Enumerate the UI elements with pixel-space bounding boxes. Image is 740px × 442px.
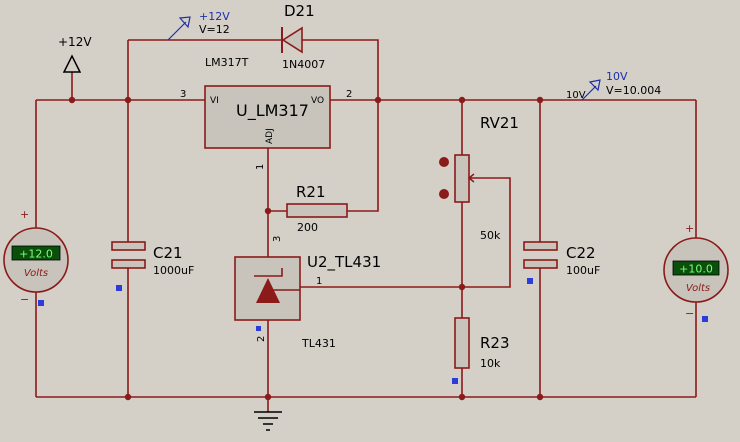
junction-dot — [536, 96, 544, 104]
junction-dot — [264, 207, 272, 215]
r21-body — [286, 203, 348, 218]
junction-dot — [124, 96, 132, 104]
meter-unit: Volts — [686, 283, 710, 294]
tl431-pin3: 3 — [272, 236, 283, 242]
lm317-pin-vi: VI — [210, 96, 219, 106]
probe-arrow-icon — [167, 16, 191, 41]
regulator-lm317[interactable]: LM317T U_LM317 VI VO ADJ 3 2 1 — [180, 56, 352, 170]
lm317-part: LM317T — [205, 56, 249, 69]
voltage-probe-10v[interactable]: 10V 10V V=10.004 — [566, 70, 661, 101]
pin-marker — [452, 378, 458, 384]
tl431-pin1: 1 — [316, 276, 322, 287]
d21-part: 1N4007 — [282, 58, 325, 71]
junction-dot — [458, 393, 466, 401]
junctions — [68, 96, 544, 401]
tl431-ref: U2_TL431 — [307, 253, 381, 272]
voltage-probe-12v[interactable]: +12V V=12 — [167, 10, 230, 41]
meter-unit: Volts — [24, 268, 48, 279]
probe-name: +12V — [199, 10, 230, 23]
r23-ref: R23 — [480, 334, 510, 352]
probe-arrow-icon — [581, 79, 601, 101]
resistor-r21[interactable]: R21 200 — [286, 183, 348, 234]
tl431-pin2: 2 — [256, 336, 267, 342]
resistor-r23[interactable]: R23 10k — [452, 317, 510, 384]
junction-dot — [536, 393, 544, 401]
junction-dot — [68, 96, 76, 104]
lm317-pin2: 2 — [346, 89, 352, 100]
wiper-arrow-icon — [467, 173, 480, 183]
voltmeter-left[interactable]: +12.0 Volts + − — [3, 208, 69, 306]
d21-ref: D21 — [284, 2, 315, 20]
junction-dot — [458, 96, 466, 104]
terminal-12v[interactable]: +12V — [58, 35, 92, 73]
r23-body — [454, 317, 470, 369]
capacitor-c21[interactable]: C21 1000uF — [111, 241, 194, 291]
pin-marker — [527, 278, 533, 284]
terminal-arrow-icon — [62, 54, 82, 73]
r21-ref: R21 — [296, 183, 326, 201]
potentiometer-rv21[interactable]: RV21 50k — [439, 114, 519, 242]
tl431-cathode-bar — [254, 268, 283, 277]
r21-value: 200 — [297, 221, 318, 234]
wire-diode-right — [302, 39, 379, 212]
meter-plus: + — [685, 222, 694, 235]
wire-ref — [300, 177, 511, 288]
probe-name: 10V — [606, 70, 628, 83]
diode-icon — [281, 26, 303, 54]
c22-value: 100uF — [566, 264, 600, 277]
meter-lcd — [672, 260, 720, 276]
lm317-pin-vo: VO — [311, 96, 324, 106]
meter-minus: − — [685, 307, 694, 320]
junction-dot — [124, 393, 132, 401]
terminal-label: +12V — [58, 35, 92, 49]
lm317-ref: U_LM317 — [236, 101, 309, 121]
lm317-pin1: 1 — [255, 164, 266, 170]
c21-ref: C21 — [153, 244, 183, 262]
junction-dot — [458, 283, 466, 291]
junction-dot — [374, 96, 382, 104]
meter-minus: − — [20, 293, 29, 306]
meter-lcd — [11, 245, 61, 261]
lm317-pin-adj: ADJ — [265, 128, 275, 144]
tl431-part: TL431 — [301, 337, 336, 350]
voltmeter-right[interactable]: +10.0 Volts + − — [663, 222, 729, 322]
c22-plate-bottom — [523, 259, 558, 269]
c21-value: 1000uF — [153, 264, 194, 277]
pin-marker — [116, 285, 122, 291]
ground-symbol-icon — [254, 411, 282, 431]
rv21-body — [454, 154, 470, 203]
lm317-pin3: 3 — [180, 89, 186, 100]
meter-plus: + — [20, 208, 29, 221]
meter-reading: +12.0 — [19, 248, 53, 261]
c22-ref: C22 — [566, 244, 596, 262]
c22-plate-top — [523, 241, 558, 251]
pin-marker — [256, 326, 261, 331]
wires — [35, 39, 697, 412]
pin-marker — [702, 316, 708, 322]
probe-value: V=12 — [199, 23, 230, 36]
r23-value: 10k — [480, 357, 501, 370]
junction-dot — [264, 393, 272, 401]
meter-reading: +10.0 — [679, 263, 713, 276]
rv21-decrease-button[interactable] — [439, 189, 449, 199]
diode-d21[interactable]: D21 1N4007 — [281, 2, 325, 71]
capacitor-c22[interactable]: C22 100uF — [523, 241, 600, 284]
c21-plate-top — [111, 241, 146, 251]
rv21-value: 50k — [480, 229, 501, 242]
reference-tl431[interactable]: U2_TL431 3 1 2 TL431 — [234, 236, 381, 350]
net-label-10v: 10V — [566, 90, 586, 101]
pin-marker — [38, 300, 44, 306]
rv21-ref: RV21 — [480, 114, 519, 132]
lm317-body — [204, 85, 331, 149]
probe-value: V=10.004 — [606, 84, 661, 97]
c21-plate-bottom — [111, 259, 146, 269]
rv21-increase-button[interactable] — [439, 157, 449, 167]
